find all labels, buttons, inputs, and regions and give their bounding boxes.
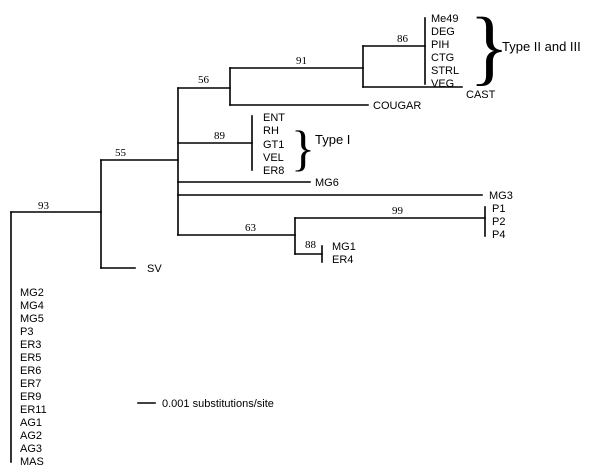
leaf-label: MG4 bbox=[20, 300, 44, 312]
bootstrap-values: 93 55 56 91 86 89 63 99 88 bbox=[38, 33, 409, 251]
leaf-label: P4 bbox=[492, 229, 505, 241]
leaf-labels: Me49 DEG PIH CTG STRL VEG CAST COUGAR EN… bbox=[20, 13, 513, 468]
leaf-label: CTG bbox=[431, 52, 454, 64]
leaf-label: MAS bbox=[20, 456, 44, 468]
bootstrap-me49-group: 86 bbox=[397, 33, 409, 45]
leaf-label: Me49 bbox=[431, 13, 459, 25]
bootstrap-upper: 56 bbox=[198, 74, 210, 86]
brace-typeI: } bbox=[291, 120, 315, 176]
leaf-label: PIH bbox=[431, 39, 449, 51]
leaf-label: MG2 bbox=[20, 287, 44, 299]
brace-typeII-III: } bbox=[469, 1, 509, 94]
leaf-label: MG5 bbox=[20, 313, 44, 325]
leaf-label: P3 bbox=[20, 326, 33, 338]
leaf-label: VEG bbox=[431, 78, 454, 90]
leaf-label: ER9 bbox=[20, 391, 41, 403]
leaf-label: STRL bbox=[431, 65, 459, 77]
bootstrap-root: 93 bbox=[38, 200, 50, 212]
leaf-label-cougar: COUGAR bbox=[373, 100, 421, 112]
leaf-label-sv: SV bbox=[147, 263, 162, 275]
leaf-label-cast: CAST bbox=[466, 89, 496, 101]
group-braces: } Type II and III } Type I bbox=[291, 1, 581, 176]
bootstrap-mg1-er4: 88 bbox=[305, 239, 317, 251]
leaf-label-mg3: MG3 bbox=[489, 190, 513, 202]
leaf-label: ER6 bbox=[20, 365, 41, 377]
leaf-label: DEG bbox=[431, 26, 455, 38]
leaf-label: AG2 bbox=[20, 430, 42, 442]
bootstrap-typeI: 89 bbox=[214, 130, 226, 142]
leaf-label: ER11 bbox=[20, 404, 47, 416]
leaf-label: ENT bbox=[263, 112, 285, 124]
leaf-label: P1 bbox=[492, 203, 505, 215]
scale-bar: 0.001 substitutions/site bbox=[137, 398, 274, 410]
bootstrap-typeII-III: 91 bbox=[296, 55, 307, 67]
leaf-label: MG1 bbox=[332, 241, 356, 253]
leaf-label: ER7 bbox=[20, 378, 41, 390]
group-label-typeI: Type I bbox=[315, 132, 350, 147]
leaf-label: ER3 bbox=[20, 339, 41, 351]
leaf-label: RH bbox=[263, 125, 279, 137]
leaf-label: P2 bbox=[492, 216, 505, 228]
tree-branches bbox=[10, 17, 486, 463]
group-label-typeII-III: Type II and III bbox=[502, 39, 581, 54]
bootstrap-p-clade: 63 bbox=[245, 222, 257, 234]
leaf-label: ER4 bbox=[332, 254, 353, 266]
scale-bar-label: 0.001 substitutions/site bbox=[162, 398, 274, 410]
leaf-label: AG3 bbox=[20, 443, 42, 455]
leaf-label: AG1 bbox=[20, 417, 42, 429]
bootstrap-main: 55 bbox=[115, 147, 127, 159]
leaf-label: GT1 bbox=[263, 139, 284, 151]
leaf-label: ER5 bbox=[20, 352, 41, 364]
leaf-label: VEL bbox=[263, 152, 284, 164]
leaf-label-mg6: MG6 bbox=[315, 177, 339, 189]
bootstrap-p-group: 99 bbox=[392, 205, 404, 217]
leaf-label: ER8 bbox=[263, 165, 284, 177]
